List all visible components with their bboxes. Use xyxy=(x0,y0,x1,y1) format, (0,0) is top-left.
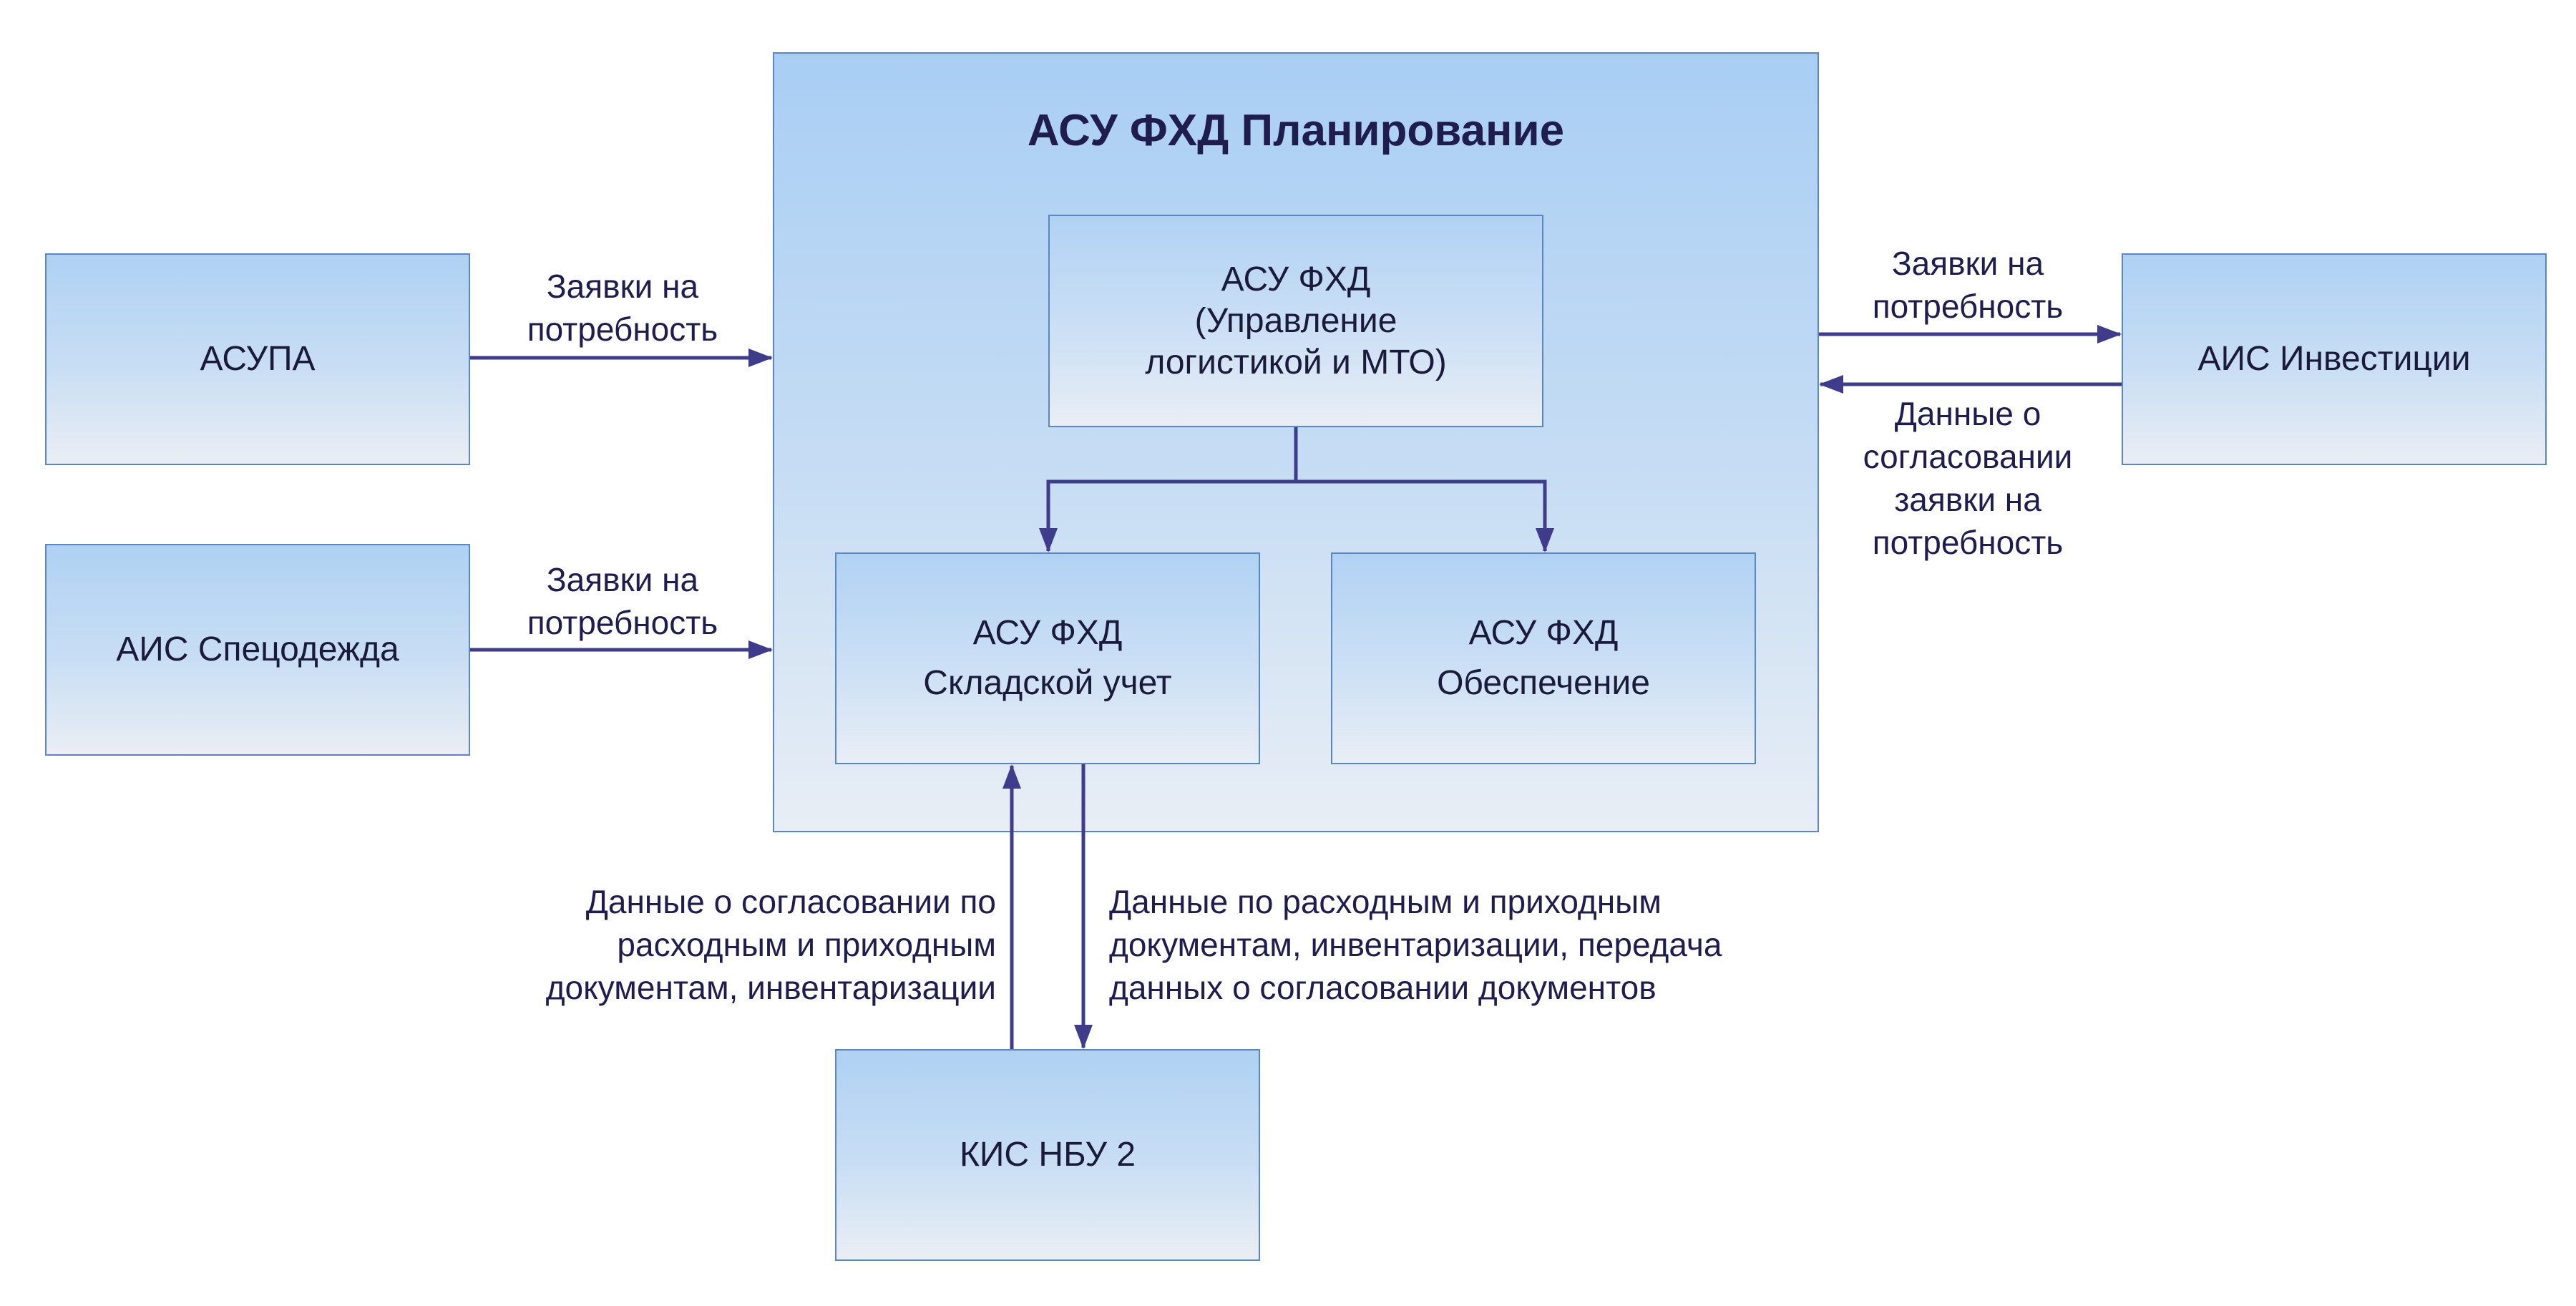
label-line: Данные по расходным и приходным xyxy=(1109,883,1662,920)
node-kis-nbu: КИС НБУ 2 xyxy=(835,1049,1260,1261)
label-specodezhda-to-main: Заявки на потребность xyxy=(501,558,744,644)
node-logistika: АСУ ФХД (Управление логистикой и МТО) xyxy=(1048,215,1543,427)
label-asupa-to-main: Заявки на потребность xyxy=(501,265,744,351)
node-obespechenie-line2: Обеспечение xyxy=(1437,664,1650,702)
label-line: Данные о xyxy=(1894,395,2041,432)
node-asupa-line1: АСУПА xyxy=(200,340,316,378)
label-line: данных о согласовании документов xyxy=(1109,969,1657,1006)
node-logistika-line2: (Управление xyxy=(1194,301,1397,340)
label-line: потребность xyxy=(527,604,718,641)
label-line: расходным и приходным xyxy=(617,926,996,963)
connector-logistika-trunk xyxy=(1039,427,1298,552)
node-sklad-line1: АСУ ФХД xyxy=(972,614,1123,652)
label-line: согласовании xyxy=(1863,438,2073,475)
label-line: потребность xyxy=(1872,288,2064,325)
label-line: Заявки на xyxy=(546,268,699,305)
label-line: Заявки на xyxy=(1891,245,2044,282)
node-sklad-line2: Складской учет xyxy=(923,664,1172,702)
main-system-title: АСУ ФХД Планирование xyxy=(1027,106,1565,155)
label-kis-to-sklad: Данные о согласовании по расходным и при… xyxy=(458,880,996,1009)
node-ais-investicii-line1: АИС Инвестиции xyxy=(2197,340,2471,378)
connector-logistika-to-obespechenie xyxy=(1296,479,1554,552)
label-sklad-to-kis: Данные по расходным и приходным документ… xyxy=(1109,880,1810,1009)
node-ais-specodezhda: АИС Спецодежда xyxy=(45,544,470,756)
label-line: документам, инвентаризации xyxy=(545,969,996,1006)
node-asupa: АСУПА xyxy=(45,253,470,465)
label-line: Данные о согласовании по xyxy=(585,883,996,920)
node-ais-specodezhda-line1: АИС Спецодежда xyxy=(116,630,399,668)
label-line: потребность xyxy=(1872,524,2064,561)
node-logistika-line3: логистикой и МТО) xyxy=(1145,343,1447,381)
label-line: документам, инвентаризации, передача xyxy=(1109,926,1722,963)
label-investicii-to-main: Данные о согласовании заявки на потребно… xyxy=(1832,392,2104,564)
node-sklad: АСУ ФХД Складской учет xyxy=(835,552,1260,764)
label-line: заявки на xyxy=(1894,481,2041,518)
node-obespechenie: АСУ ФХД Обеспечение xyxy=(1331,552,1756,764)
label-main-to-investicii: Заявки на потребность xyxy=(1846,242,2089,328)
node-logistika-line1: АСУ ФХД xyxy=(1221,260,1371,298)
node-kis-nbu-line1: КИС НБУ 2 xyxy=(959,1136,1136,1174)
node-obespechenie-line1: АСУ ФХД xyxy=(1468,614,1619,652)
node-ais-investicii: АИС Инвестиции xyxy=(2122,253,2547,465)
label-line: потребность xyxy=(527,311,718,348)
label-line: Заявки на xyxy=(546,561,699,598)
